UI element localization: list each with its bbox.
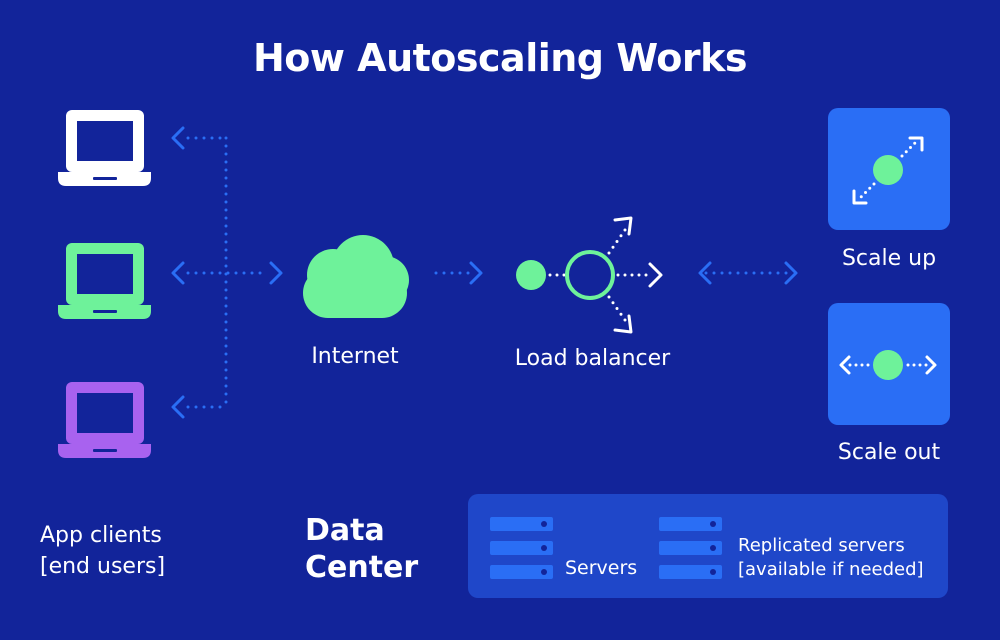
- data-center-line1: Data: [305, 513, 385, 548]
- scale-out-label: Scale out: [837, 440, 941, 465]
- replicated-servers-label: Replicated servers [available if needed]: [738, 534, 924, 582]
- load-balancer-icon: [516, 216, 663, 334]
- app-clients-label: App clients [end users]: [40, 520, 165, 582]
- server-stack-icon-replicated: [659, 517, 722, 579]
- replicated-line2: [available if needed]: [738, 559, 924, 580]
- data-center-line2: Center: [305, 550, 419, 585]
- replicated-line1: Replicated servers: [738, 535, 905, 556]
- app-clients-line2: [end users]: [40, 554, 166, 579]
- server-stack-icon-primary: [490, 517, 553, 579]
- diagram-title: How Autoscaling Works: [252, 36, 748, 80]
- laptop-icon-top: [58, 110, 151, 186]
- connector-arrowheads: [171, 126, 798, 419]
- data-center-label: Data Center: [305, 512, 418, 586]
- scale-out-icon: [828, 303, 950, 425]
- scale-up-label: Scale up: [841, 246, 937, 271]
- load-balancer-label: Load balancer: [514, 346, 671, 371]
- cloud-icon: [303, 235, 409, 318]
- servers-label: Servers: [565, 557, 638, 579]
- app-clients-line1: App clients: [40, 523, 162, 548]
- scale-up-icon: [828, 108, 950, 230]
- laptop-icon-bottom: [58, 382, 151, 458]
- client-connectors: [186, 136, 792, 409]
- internet-label: Internet: [311, 344, 399, 369]
- laptop-icon-middle: [58, 243, 151, 319]
